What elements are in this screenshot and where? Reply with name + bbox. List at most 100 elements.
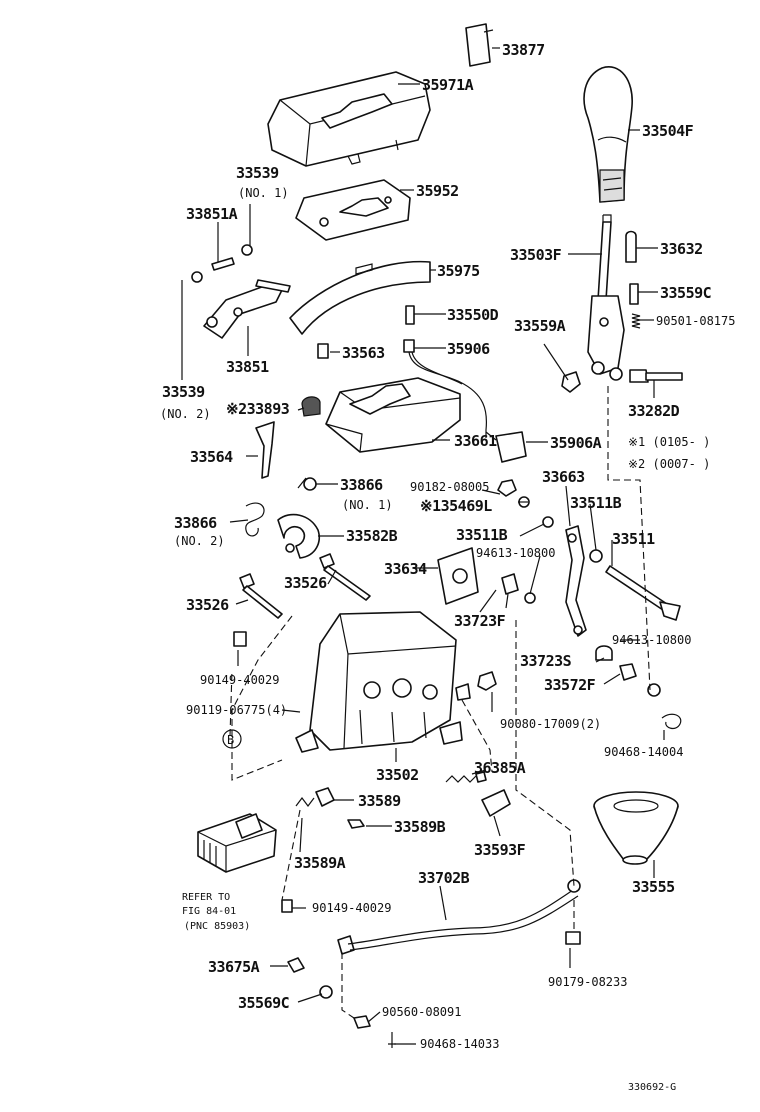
- part-90149b-drawing: [281, 899, 293, 913]
- label-33866-no1: 33866: [340, 476, 383, 494]
- part-90182-drawing: [497, 479, 530, 508]
- part-33589B-drawing: [347, 819, 365, 829]
- part-36385A-drawing: [445, 771, 487, 783]
- label-35569C: 35569C: [238, 994, 289, 1012]
- label-33866-no1-sub: (NO. 1): [342, 498, 393, 512]
- label-33661: 33661: [454, 432, 497, 450]
- label-94613-10800-b: 94613-10800: [612, 633, 691, 647]
- part-33539b-drawing: [191, 271, 203, 283]
- label-33851: 33851: [226, 358, 269, 376]
- part-33282D-drawing: [629, 369, 683, 383]
- label-35952: 35952: [416, 182, 459, 200]
- label-33526-b: 33526: [186, 596, 229, 614]
- label-33539-no1: 33539: [236, 164, 279, 182]
- label-33851A: 33851A: [186, 205, 238, 223]
- part-90468b-drawing: [388, 1032, 396, 1048]
- note-1: ※1 (0105- ): [628, 435, 710, 449]
- label-33539-no1-sub: (NO. 1): [238, 186, 289, 200]
- part-33661-drawing: [325, 377, 461, 453]
- part-90560-drawing: [353, 1015, 371, 1029]
- label-33593F: 33593F: [474, 841, 526, 859]
- part-33866a-drawing: [297, 477, 317, 491]
- label-33503F: 33503F: [510, 246, 562, 264]
- label-33866-no2: 33866: [174, 514, 217, 532]
- part-33593F-drawing: [481, 789, 511, 817]
- referenced-switch-drawing: [197, 813, 277, 873]
- part-33893-drawing: [301, 396, 321, 417]
- label-33511B-a: 33511B: [570, 494, 622, 512]
- label-33877: 33877: [502, 41, 545, 59]
- label-33589B: 33589B: [394, 818, 446, 836]
- label-33526-a: 33526: [284, 574, 327, 592]
- part-33559C-drawing: [629, 283, 639, 305]
- label-35975: 35975: [437, 262, 480, 280]
- part-33526-drawing: [239, 553, 371, 619]
- label-33559A: 33559A: [514, 317, 566, 335]
- label-33550D: 33550D: [447, 306, 499, 324]
- assembly-lines: [229, 386, 651, 1019]
- label-90119-06775: 90119-06775(4): [186, 703, 287, 717]
- label-90501-08175: 90501-08175: [656, 314, 735, 328]
- label-33559C: 33559C: [660, 284, 711, 302]
- label-90468-14033: 90468-14033: [420, 1037, 499, 1051]
- label-33511: 33511: [612, 530, 655, 548]
- label-90179-08233: 90179-08233: [548, 975, 627, 989]
- label-35971A: 35971A: [422, 76, 474, 94]
- label-33632: 33632: [660, 240, 703, 258]
- circle-reference-b-letter: B: [227, 733, 234, 747]
- label-33555: 33555: [632, 878, 675, 896]
- part-35569C-drawing: [319, 985, 333, 999]
- label-33589: 33589: [358, 792, 401, 810]
- label-33634: 33634: [384, 560, 427, 578]
- label-33563: 33563: [342, 344, 385, 362]
- figure-code: 330692-G: [628, 1082, 676, 1093]
- part-90468a-drawing: [661, 713, 682, 730]
- part-33582B-drawing: [277, 513, 320, 559]
- part-35975-drawing: [289, 260, 431, 335]
- label-90560-08091: 90560-08091: [382, 1005, 461, 1019]
- refer-to-line-3: (PNC 85903): [184, 921, 250, 932]
- part-33511-drawing: [605, 565, 681, 621]
- part-33723F-drawing: [501, 573, 519, 609]
- part-33589-drawing: [295, 787, 335, 807]
- refer-to-line-1: REFER TO: [182, 892, 230, 903]
- part-33555-drawing: [593, 791, 679, 865]
- label-90080-17009: 90080-17009(2): [500, 717, 601, 731]
- label-33511B-b: 33511B: [456, 526, 508, 544]
- label-33539-no2: 33539: [162, 383, 205, 401]
- part-33563-drawing: [317, 343, 329, 359]
- label-33723F: 33723F: [454, 612, 506, 630]
- label-33589A: 33589A: [294, 854, 346, 872]
- leader-lines: [181, 47, 665, 1045]
- label-94613-10800-a: 94613-10800: [476, 546, 555, 560]
- label-33504F: 33504F: [642, 122, 694, 140]
- part-90149a-drawing: [233, 631, 247, 647]
- part-33663-drawing: [565, 525, 587, 637]
- label-33723S: 33723S: [520, 652, 572, 670]
- label-135469L: ※135469L: [420, 497, 492, 515]
- part-33634-drawing: [437, 547, 479, 605]
- part-33502-drawing: [295, 611, 471, 753]
- label-33893: ※233893: [226, 400, 290, 418]
- label-90149-40029-a: 90149-40029: [200, 673, 279, 687]
- part-33866b-drawing: [245, 502, 265, 537]
- label-33866-no2-sub: (NO. 2): [174, 534, 225, 548]
- label-33282D: 33282D: [628, 402, 680, 420]
- label-33582B: 33582B: [346, 527, 398, 545]
- part-33702B-drawing: [337, 879, 581, 955]
- part-35971A-drawing: [267, 71, 431, 167]
- refer-to-line-2: FIG 84-01: [182, 906, 236, 917]
- part-33632-drawing: [625, 230, 637, 263]
- part-35906A-drawing: [485, 431, 527, 463]
- label-33502: 33502: [376, 766, 419, 784]
- part-33503F-drawing: [587, 214, 625, 381]
- part-90179-drawing: [565, 931, 581, 945]
- part-33851-drawing: [203, 279, 291, 339]
- circle-reference-b: B: [222, 729, 242, 749]
- label-35906: 35906: [447, 340, 490, 358]
- part-33511B-drawing: [524, 516, 603, 604]
- label-33702B: 33702B: [418, 869, 470, 887]
- part-labels: 33877 35971A 33504F 33539 (NO. 1) 35952 …: [160, 41, 735, 1093]
- label-33564: 33564: [190, 448, 233, 466]
